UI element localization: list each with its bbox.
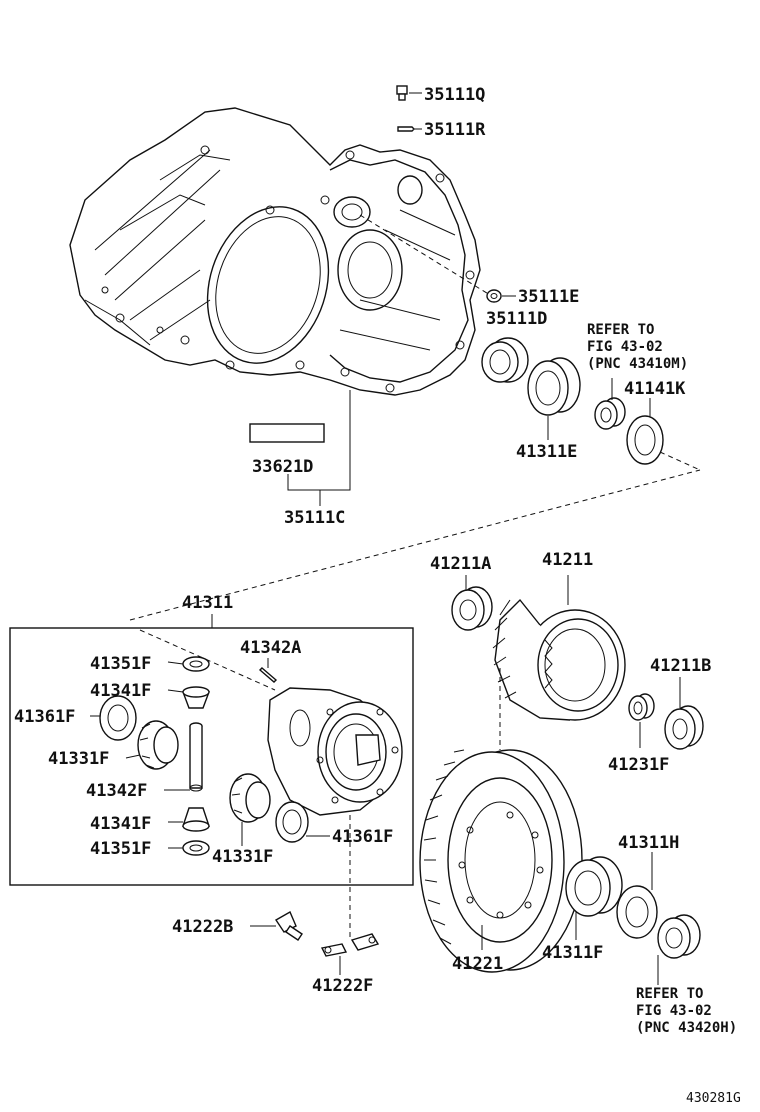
label-41222B: 41222B xyxy=(172,917,233,937)
label-plate-33621D xyxy=(249,423,325,443)
label-41211A: 41211A xyxy=(430,554,491,574)
bolt-35111Q xyxy=(396,85,422,101)
label-41211: 41211 xyxy=(542,550,593,570)
label-41342F: 41342F xyxy=(86,781,147,801)
label-41341F-top: 41341F xyxy=(90,681,151,701)
bolt-41222B xyxy=(250,911,303,941)
bearing-43420H xyxy=(657,914,701,985)
shim-41141K xyxy=(626,398,664,465)
figure-code: 430281G xyxy=(686,1091,741,1106)
label-41311E: 41311E xyxy=(516,442,577,462)
dashed-guide-41141K xyxy=(659,451,701,471)
label-41211B: 41211B xyxy=(650,656,711,676)
label-41341F-bottom: 41341F xyxy=(90,814,151,834)
note-refer-top-line1: REFER TO xyxy=(587,322,654,338)
note-refer-bottom-line3: (PNC 43420H) xyxy=(636,1020,737,1036)
label-41311: 41311 xyxy=(182,593,233,613)
oil-seal-35111D xyxy=(481,337,529,383)
gear-41211 xyxy=(492,575,626,721)
pin-35111R xyxy=(397,126,422,132)
label-41351F-bottom: 41351F xyxy=(90,839,151,859)
label-35111E: 35111E xyxy=(518,287,579,307)
note-refer-top-line3: (PNC 43410M) xyxy=(587,356,688,372)
label-41342A: 41342A xyxy=(240,638,301,658)
label-41331F-bottom: 41331F xyxy=(212,847,273,867)
label-41311H: 41311H xyxy=(618,833,679,853)
washer-41361F-left xyxy=(90,695,137,741)
label-41331F-left: 41331F xyxy=(48,749,109,769)
note-refer-top-line2: FIG 43-02 xyxy=(587,339,663,355)
label-41311F: 41311F xyxy=(542,943,603,963)
bushing-41231F xyxy=(628,693,655,748)
side-gear-41331F-bottom xyxy=(229,773,271,846)
label-33621D: 33621D xyxy=(252,457,313,477)
ring-gear-41221 xyxy=(419,749,583,973)
label-41221: 41221 xyxy=(452,954,503,974)
bearing-41211A xyxy=(451,575,493,631)
pin-41342A xyxy=(258,658,278,683)
bearing-41311E xyxy=(527,357,581,440)
label-41141K: 41141K xyxy=(624,379,686,399)
bearing-41311F xyxy=(565,856,623,940)
clip-41222F xyxy=(320,933,380,975)
bearing-43410M xyxy=(594,378,626,430)
bearing-41211B xyxy=(664,677,704,750)
transaxle-case-drawing xyxy=(69,107,491,396)
side-gear-41331F-left xyxy=(125,720,179,770)
pinion-41341F-bottom xyxy=(168,807,210,832)
label-35111D: 35111D xyxy=(486,309,547,329)
note-refer-bottom-line2: FIG 43-02 xyxy=(636,1003,712,1019)
washer-35111E xyxy=(486,289,516,303)
label-35111R: 35111R xyxy=(424,120,486,140)
washer-41351F-bottom xyxy=(168,840,210,856)
label-41361F-left: 41361F xyxy=(14,707,75,727)
washer-41361F-right xyxy=(275,801,330,843)
note-refer-bottom-line1: REFER TO xyxy=(636,986,703,1002)
label-35111Q: 35111Q xyxy=(424,85,485,105)
shaft-41342F xyxy=(164,722,203,792)
label-41351F-top: 41351F xyxy=(90,654,151,674)
shim-41311H xyxy=(616,852,658,939)
leader-35111C xyxy=(287,390,351,506)
label-41231F: 41231F xyxy=(608,755,669,775)
label-41222F: 41222F xyxy=(312,976,373,996)
washer-41351F-top xyxy=(167,656,210,672)
label-41361F-right: 41361F xyxy=(332,827,393,847)
pinion-41341F-top xyxy=(167,686,211,709)
label-35111C: 35111C xyxy=(284,508,345,528)
differential-case xyxy=(267,687,403,816)
